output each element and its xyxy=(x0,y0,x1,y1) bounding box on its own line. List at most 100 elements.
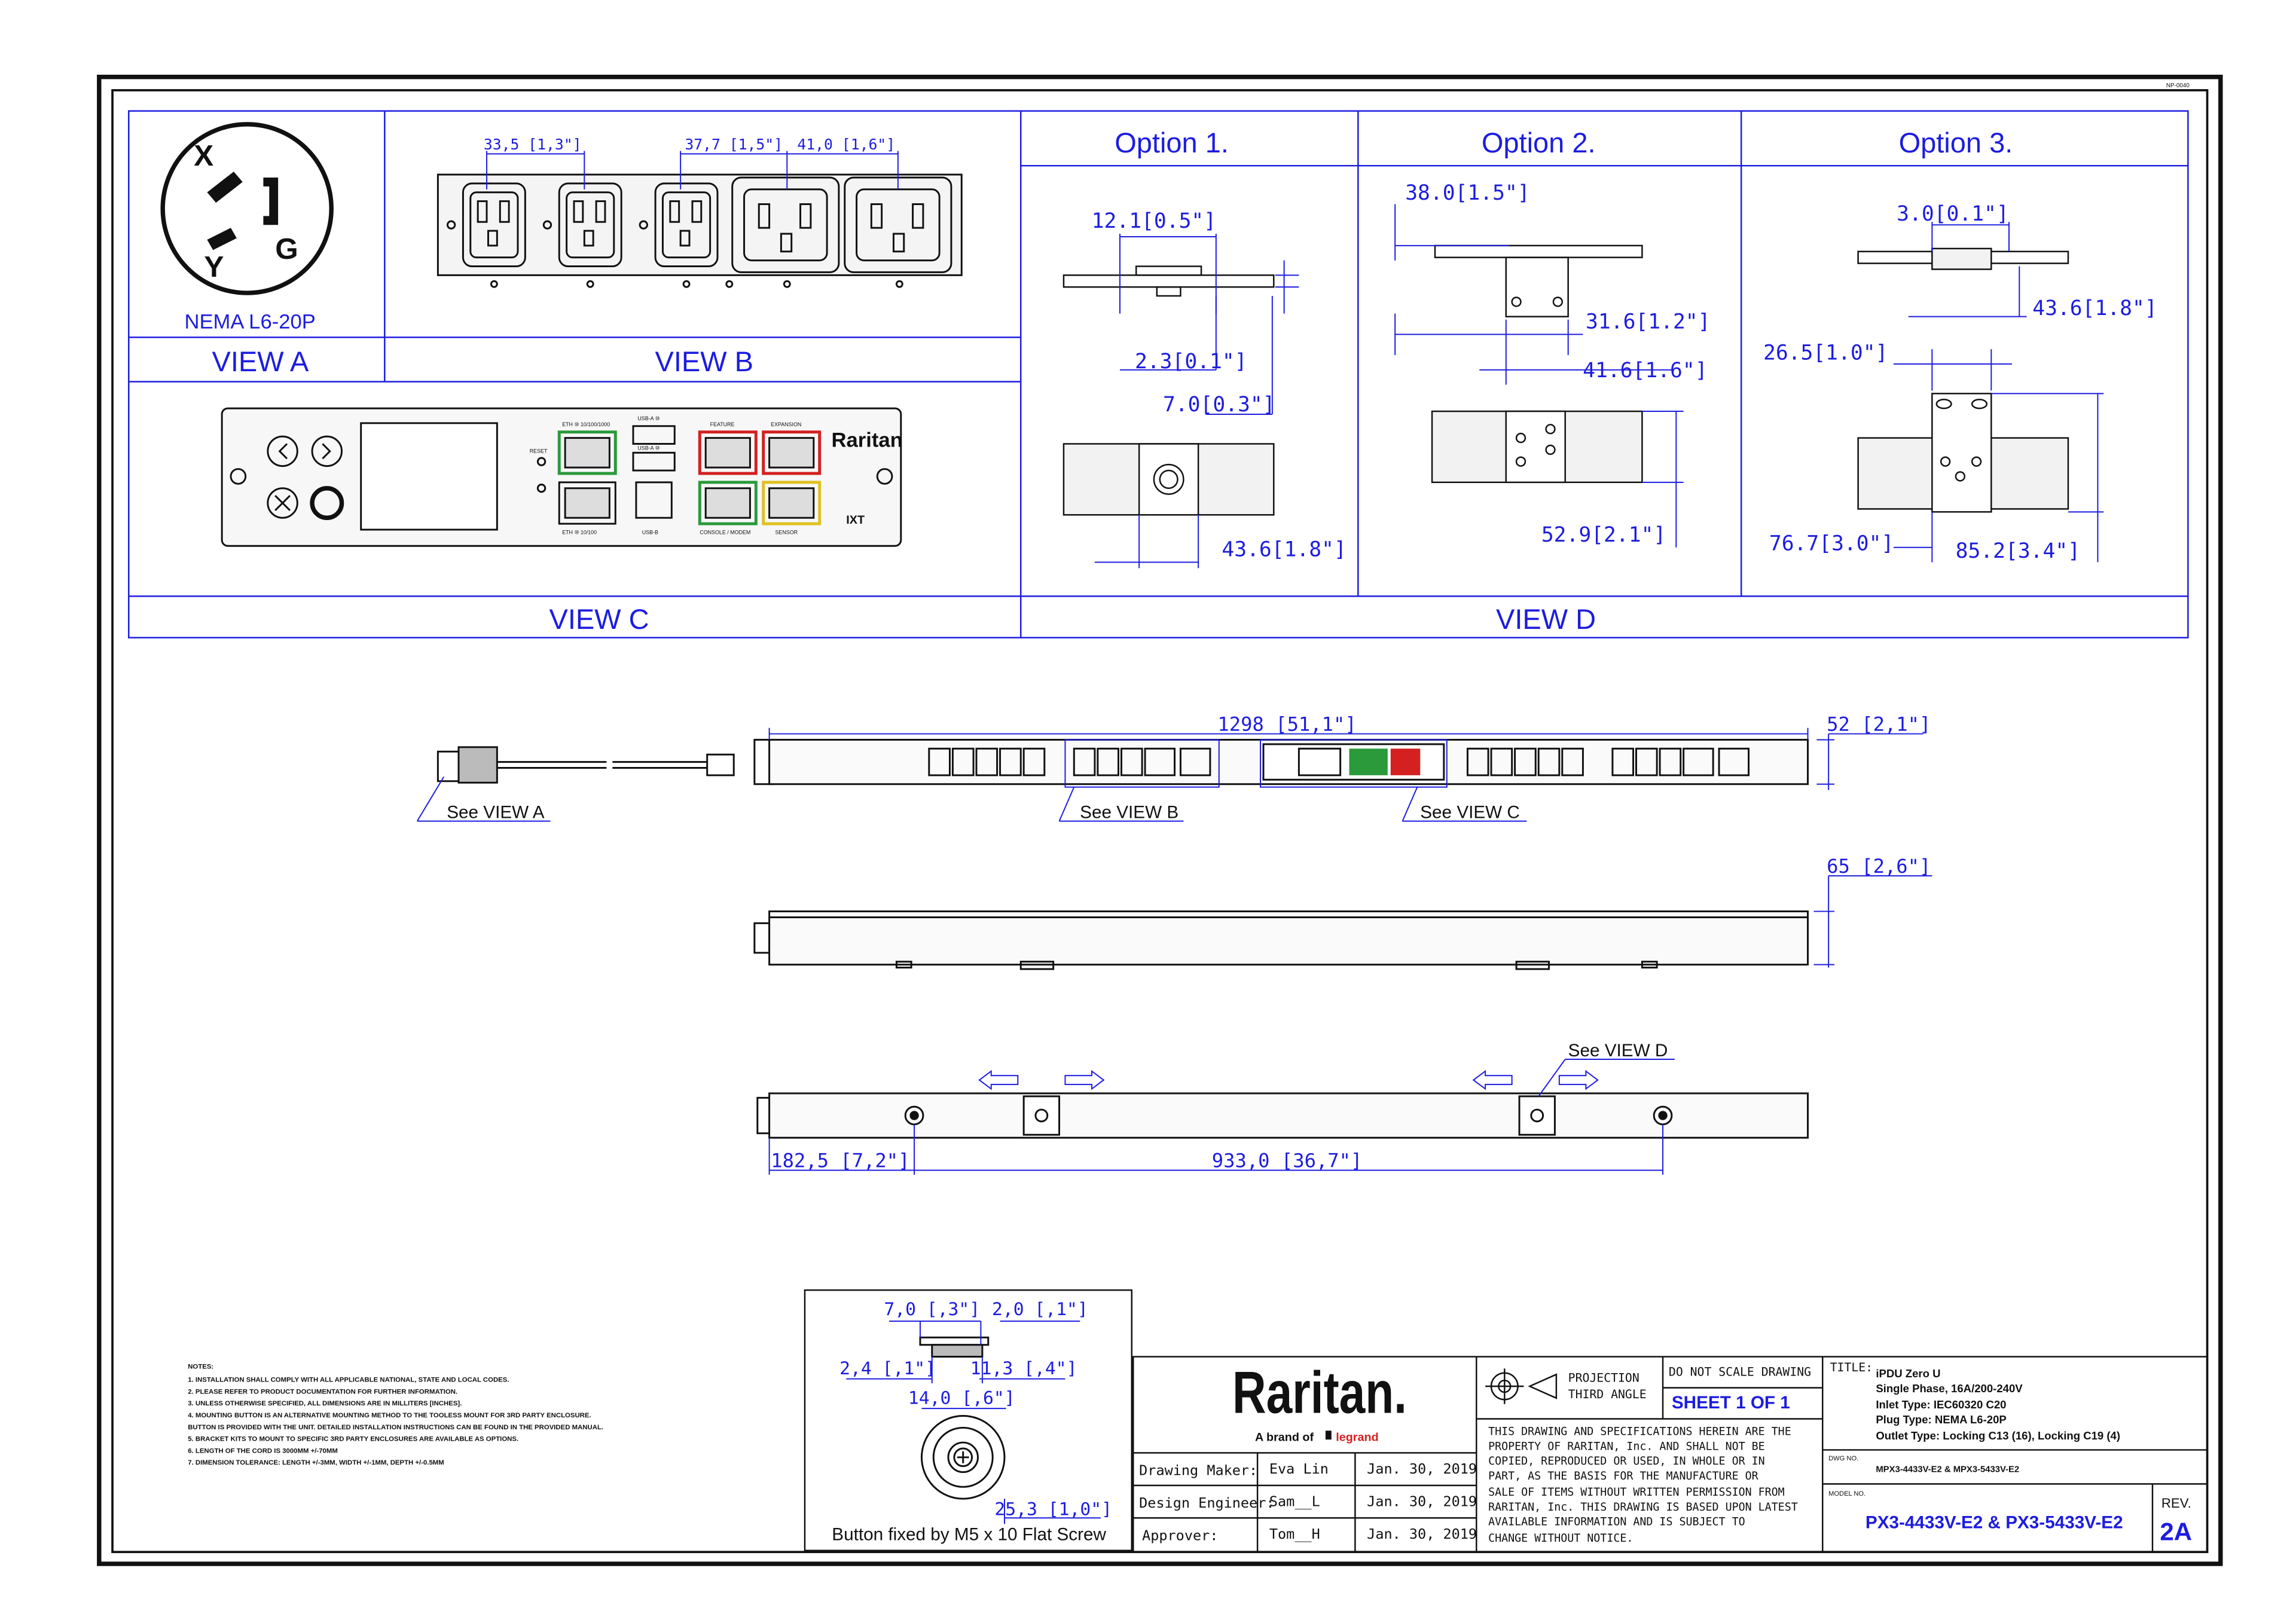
option-1-title: Option 1. xyxy=(1115,127,1229,158)
port-label-reset: RESET xyxy=(530,448,548,454)
see-view-a-callout: See VIEW A xyxy=(447,803,545,823)
option-2-dim-2: 31.6[1.2"] xyxy=(1586,310,1710,334)
option-1-dim-2: 2.3[0.1"] xyxy=(1135,350,1247,374)
approver-label: Approver: xyxy=(1142,1527,1218,1543)
do-not-scale-label: DO NOT SCALE DRAWING xyxy=(1669,1365,1811,1379)
note-item: 7. DIMENSION TOLERANCE: LENGTH +/-3MM, W… xyxy=(188,1459,444,1466)
pdu-side-dimension-lines xyxy=(1813,875,1932,968)
panel-brand-logo: Raritan xyxy=(832,429,903,451)
option-1-dimension-lines xyxy=(1094,234,1299,568)
port-label-usb-a-2: USB-A ⑩ xyxy=(637,445,660,451)
see-view-b-callout: See VIEW B xyxy=(1080,803,1178,823)
drawing-maker-date: Jan. 30, 2019 xyxy=(1367,1460,1477,1477)
pdu-rear-view xyxy=(756,1092,1809,1139)
button-detail-dimension-lines xyxy=(846,1321,1101,1524)
approver-name: Tom__H xyxy=(1269,1526,1320,1542)
option-2-drawing xyxy=(1431,244,1643,484)
nema-plug-drawing: X G Y xyxy=(160,122,334,295)
sheet-number: SHEET 1 OF 1 xyxy=(1672,1393,1790,1413)
option-3-dim-5: 85.2[3.4"] xyxy=(1956,539,2080,563)
button-span-dim: 933,0 [36,7"] xyxy=(1212,1150,1363,1172)
outlet-row-drawing xyxy=(436,173,963,288)
option-3-dimension-lines xyxy=(1894,222,2104,563)
third-angle-projection-icon xyxy=(1485,1368,1558,1404)
see-view-c-callout: See VIEW C xyxy=(1420,803,1520,823)
view-d-title: VIEW D xyxy=(1496,603,1596,635)
approver-date: Jan. 30, 2019 xyxy=(1367,1526,1477,1542)
button-detail-caption: Button fixed by M5 x 10 Flat Screw xyxy=(832,1524,1106,1544)
plug-type-label: NEMA L6-20P xyxy=(184,310,315,333)
pdu-depth-dim: 65 [2,6"] xyxy=(1827,855,1931,878)
mounting-arrow-icons xyxy=(978,1069,1599,1090)
drawing-maker-label: Drawing Maker: xyxy=(1139,1462,1257,1479)
detail-views-grid xyxy=(128,110,2189,638)
pdu-width-dim: 52 [2,1"] xyxy=(1827,713,1931,736)
note-item: BUTTON IS PROVIDED WITH THE UNIT. DETAIL… xyxy=(188,1424,603,1431)
disclaimer-line: PROPERTY OF RARITAN, Inc. AND SHALL NOT … xyxy=(1488,1440,1765,1453)
disclaimer-line: AVAILABLE INFORMATION AND IS SUBJECT TO xyxy=(1488,1516,1745,1529)
drawing-maker-name: Eva Lin xyxy=(1269,1460,1329,1477)
option-3-dim-4: 76.7[3.0"] xyxy=(1769,532,1894,556)
logo-brand-legrand: legrand xyxy=(1336,1431,1378,1444)
design-engineer-label: Design Engineer: xyxy=(1139,1494,1274,1511)
dwg-no-label: DWG NO. xyxy=(1828,1455,1858,1462)
option-2-dimension-lines xyxy=(1394,204,1684,548)
rev-label: REV. xyxy=(2161,1496,2191,1511)
option-1-dim-1: 12.1[0.5"] xyxy=(1092,209,1216,233)
corner-tag: NP-0040 xyxy=(2166,82,2190,89)
option-3-dim-3: 26.5[1.0"] xyxy=(1763,341,1888,365)
option-2-dim-1: 38.0[1.5"] xyxy=(1405,181,1529,205)
plug-pin-x-label: X xyxy=(194,139,213,172)
title-line: Single Phase, 16A/200-240V xyxy=(1876,1382,2023,1395)
note-item: 3. UNLESS OTHERWISE SPECIFIED, ALL DIMEN… xyxy=(188,1400,462,1407)
view-b-title: VIEW B xyxy=(655,346,753,377)
port-label-usb-b: USB-B xyxy=(642,529,658,535)
plug-pin-y-label: Y xyxy=(204,250,224,283)
title-line: Plug Type: NEMA L6-20P xyxy=(1876,1413,2006,1426)
notes-heading: NOTES: xyxy=(188,1363,213,1370)
controller-panel-drawing xyxy=(221,407,902,547)
button-dim-3: 2,4 [,1"] xyxy=(839,1358,936,1379)
design-engineer-date: Jan. 30, 2019 xyxy=(1367,1493,1477,1509)
button-detail-frame xyxy=(804,1289,1133,1551)
notes-block: NOTES: 1. INSTALLATION SHALL COMPLY WITH… xyxy=(188,1363,603,1466)
panel-brand-sub: IXT xyxy=(846,514,865,527)
disclaimer-line: THIS DRAWING AND SPECIFICATIONS HEREIN A… xyxy=(1488,1426,1791,1438)
title-line: Outlet Type: Locking C13 (16), Locking C… xyxy=(1876,1429,2120,1442)
port-label-eth-2: ETH ⑩ 10/100 xyxy=(562,529,597,535)
model-no-label: MODEL NO. xyxy=(1828,1490,1866,1497)
option-3-drawing xyxy=(1857,247,2069,513)
port-label-usb-a-1: USB-A ⑩ xyxy=(637,415,660,421)
option-2-title: Option 2. xyxy=(1482,127,1596,158)
dwg-number: MPX3-4433V-E2 & MPX3-5433V-E2 xyxy=(1876,1465,2019,1475)
view-a-title: VIEW A xyxy=(212,346,310,377)
disclaimer-line: CHANGE WITHOUT NOTICE. xyxy=(1488,1532,1633,1545)
pdu-front-dimension-lines xyxy=(416,728,1923,822)
port-label-expansion: EXPANSION xyxy=(771,421,801,427)
sheet-outer-frame xyxy=(97,74,2223,1566)
pdu-front-view xyxy=(436,738,1809,785)
option-3-dim-1: 3.0[0.1"] xyxy=(1897,202,2009,226)
view-b-dimension-lines xyxy=(486,151,899,189)
pdu-side-view xyxy=(753,910,1809,970)
port-label-feature: FEATURE xyxy=(710,421,735,427)
disclaimer-line: PART, AS THE BASIS FOR THE MANUFACTURE O… xyxy=(1488,1470,1759,1483)
option-1-drawing xyxy=(1062,265,1275,516)
port-label-console: CONSOLE / MODEM xyxy=(700,529,750,535)
view-b-dim-2: 37,7 [1,5"] xyxy=(685,136,783,153)
option-2-dim-3: 41.6[1.6"] xyxy=(1583,359,1707,383)
option-3-title: Option 3. xyxy=(1899,127,2013,158)
button-dim-6: 25,3 [1,0"] xyxy=(994,1499,1112,1520)
disclaimer-line: RARITAN, Inc. THIS DRAWING IS BASED UPON… xyxy=(1488,1501,1798,1514)
option-2-dim-4: 52.9[2.1"] xyxy=(1541,523,1666,547)
mounting-button-drawing xyxy=(919,1336,1006,1500)
option-1-dim-3: 7.0[0.3"] xyxy=(1163,393,1275,417)
note-item: 4. MOUNTING BUTTON IS AN ALTERNATIVE MOU… xyxy=(188,1412,591,1419)
view-b-dim-1: 33,5 [1,3"] xyxy=(484,136,582,153)
revision-value: 2A xyxy=(2160,1517,2192,1545)
disclaimer-line: SALE OF ITEMS WITHOUT WRITTEN PERMISSION… xyxy=(1488,1486,1785,1499)
model-number: PX3-4433V-E2 & PX3-5433V-E2 xyxy=(1866,1513,2123,1533)
button-dim-2: 2,0 [,1"] xyxy=(992,1299,1088,1320)
button-dim-1: 7,0 [,3"] xyxy=(884,1299,980,1320)
